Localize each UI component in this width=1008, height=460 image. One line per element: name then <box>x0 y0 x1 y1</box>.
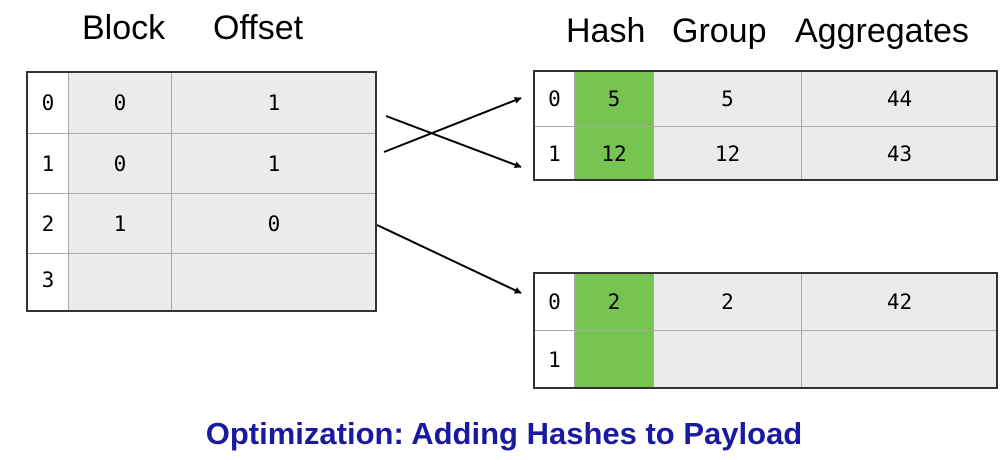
block-cell: 1 <box>68 193 172 254</box>
block-column-header: Block <box>82 9 166 47</box>
row-index: 0 <box>27 72 69 134</box>
hash-table-bottom: 0 2 2 42 1 <box>534 273 998 389</box>
row-index: 0 <box>534 273 575 331</box>
table-row: 0 5 5 44 <box>534 71 998 127</box>
diagram-caption: Optimization: Adding Hashes to Payload <box>205 416 803 451</box>
aggregates-cell <box>801 330 998 389</box>
row-index: 1 <box>534 126 575 181</box>
block-cell: 0 <box>68 133 172 194</box>
table-row: 1 <box>534 330 998 389</box>
table-row: 0 0 1 <box>27 72 377 134</box>
table-row: 3 <box>27 253 377 312</box>
group-cell <box>653 330 802 389</box>
table-row: 0 2 2 42 <box>534 273 998 331</box>
offset-column-header: Offset <box>213 9 304 47</box>
hash-cell: 2 <box>574 273 654 331</box>
group-cell: 5 <box>653 71 802 127</box>
arrow-row1-to-top-row0 <box>383 97 522 153</box>
block-cell: 0 <box>68 72 172 134</box>
row-index: 1 <box>534 330 575 389</box>
offset-cell: 0 <box>171 193 377 254</box>
table-row: 1 12 12 43 <box>534 126 998 181</box>
hash-table-top: 0 5 5 44 1 12 12 43 <box>534 71 998 181</box>
aggregates-cell: 43 <box>801 126 998 181</box>
arrow-row2-to-bottom-row0 <box>376 224 522 294</box>
table-row: 2 1 0 <box>27 193 377 254</box>
row-index: 3 <box>27 253 69 312</box>
offset-cell: 1 <box>171 72 377 134</box>
group-cell: 12 <box>653 126 802 181</box>
row-index: 0 <box>534 71 575 127</box>
row-index: 1 <box>27 133 69 194</box>
aggregates-column-header: Aggregates <box>795 12 969 50</box>
block-cell <box>68 253 172 312</box>
group-column-header: Group <box>672 12 767 50</box>
block-offset-table: 0 0 1 1 0 1 2 1 0 3 <box>27 72 377 312</box>
table-row: 1 0 1 <box>27 133 377 194</box>
group-cell: 2 <box>653 273 802 331</box>
hash-column-header: Hash <box>566 12 646 50</box>
aggregates-cell: 44 <box>801 71 998 127</box>
aggregates-cell: 42 <box>801 273 998 331</box>
arrow-row0-to-top-row1 <box>385 115 522 169</box>
hash-cell <box>574 330 654 389</box>
offset-cell: 1 <box>171 133 377 194</box>
offset-cell <box>171 253 377 312</box>
